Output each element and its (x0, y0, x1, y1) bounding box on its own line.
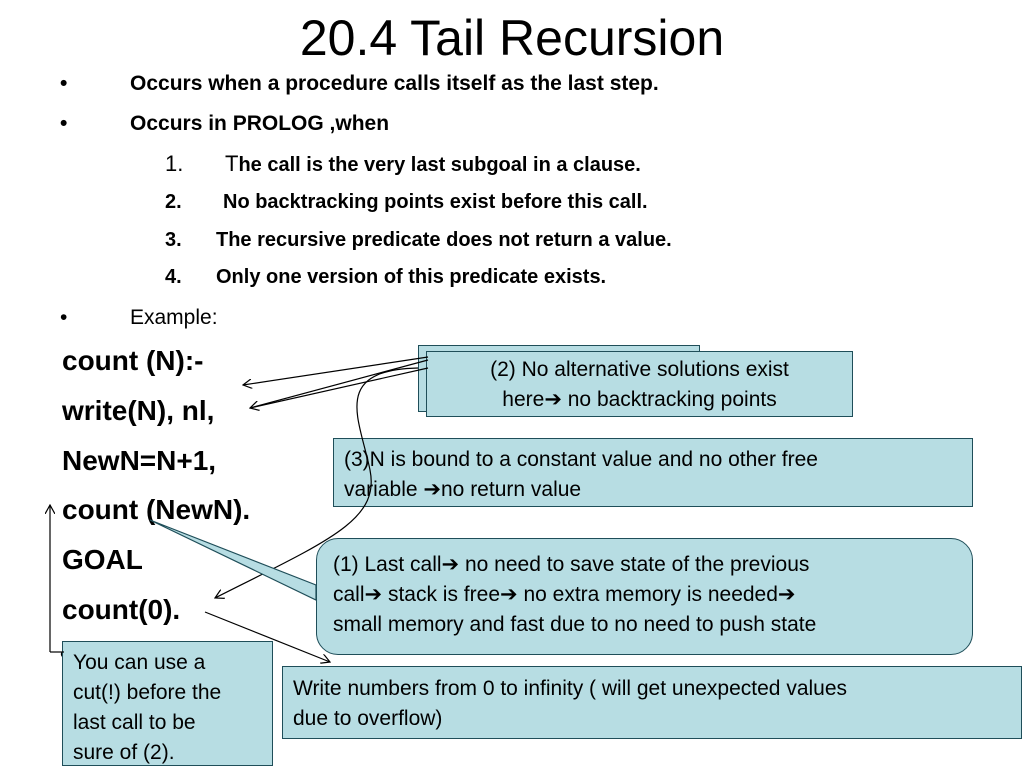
callout-line: cut(!) before the (73, 681, 222, 704)
arrow-icon: ➔ (364, 583, 383, 606)
bullet-marker: • (60, 306, 68, 329)
condition-text: The recursive predicate does not return … (216, 229, 672, 251)
arrow-to-write-line (250, 359, 429, 408)
arrow-to-goal (215, 367, 419, 598)
callout-line: small memory and fast due to no need to … (333, 613, 817, 636)
callout-pointer (149, 519, 317, 601)
code-line: NewN=N+1, (62, 445, 217, 476)
callout-text: no backtracking points (561, 388, 777, 411)
callout-line: (3)N is bound to a constant value and no… (344, 448, 818, 471)
code-line: GOAL (62, 544, 143, 575)
callout-text: no return value (441, 478, 582, 501)
arrow-icon: ➔ (777, 583, 796, 606)
callout-line: Write numbers from 0 to infinity ( will … (293, 677, 848, 700)
slide-title: 20.4 Tail Recursion (299, 10, 725, 66)
code-line: write(N), nl, (62, 395, 215, 426)
arrow-icon: ➔ (544, 388, 562, 411)
callout-line: sure of (2). (73, 741, 175, 764)
callout-line: due to overflow) (293, 707, 443, 730)
bullet-text: Example: (130, 306, 218, 329)
arrow-to-write-numbers (204, 611, 330, 662)
arrow-to-write-line-2 (249, 367, 429, 409)
arrow-icon: ➔ (441, 553, 460, 576)
condition-text: he call is the very last subgoal in a cl… (238, 154, 641, 176)
condition-text: Only one version of this predicate exist… (216, 266, 607, 288)
bullet-marker: • (60, 112, 68, 135)
callout-line: last call to be (73, 711, 196, 734)
callout-last-call: (1) Last call➔ no need to save state of … (316, 538, 973, 655)
condition-number: 1. (165, 151, 184, 176)
callout-bound-constant: (3)N is bound to a constant value and no… (333, 438, 973, 507)
callout-text: (1) Last call (333, 553, 442, 576)
callout-text: no extra memory is needed (517, 583, 778, 606)
callout-text: no need to save state of the previous (459, 553, 810, 576)
condition-number: 4. (165, 266, 182, 288)
callout-text: stack is free (382, 583, 500, 606)
callout-text: variable (344, 478, 424, 501)
bullet-text: Occurs when a procedure calls itself as … (130, 72, 659, 95)
code-line: count (N):- (62, 345, 204, 376)
callout-cut-tip: You can use a cut(!) before the last cal… (62, 641, 273, 766)
condition-first-letter: T (225, 151, 239, 176)
condition-number: 2. (165, 191, 182, 213)
callout-text: here (502, 388, 545, 411)
code-line: count(0). (62, 594, 181, 625)
callout-line: (2) No alternative solutions exist (490, 358, 789, 381)
arrow-icon: ➔ (423, 478, 441, 501)
callout-text: call (333, 583, 365, 606)
arrow-to-clause-head (243, 356, 429, 385)
arrow-icon: ➔ (500, 583, 518, 606)
callout-alt-solutions: (2) No alternative solutions exist here➔… (426, 351, 853, 417)
bullet-text: Occurs in PROLOG ,when (130, 112, 390, 135)
condition-text: No backtracking points exist before this… (223, 191, 648, 213)
callout-line: You can use a (73, 651, 206, 674)
bullet-marker: • (60, 72, 68, 95)
callout-write-numbers: Write numbers from 0 to infinity ( will … (282, 666, 1022, 739)
code-line: count (NewN). (62, 494, 251, 525)
condition-number: 3. (165, 229, 182, 251)
